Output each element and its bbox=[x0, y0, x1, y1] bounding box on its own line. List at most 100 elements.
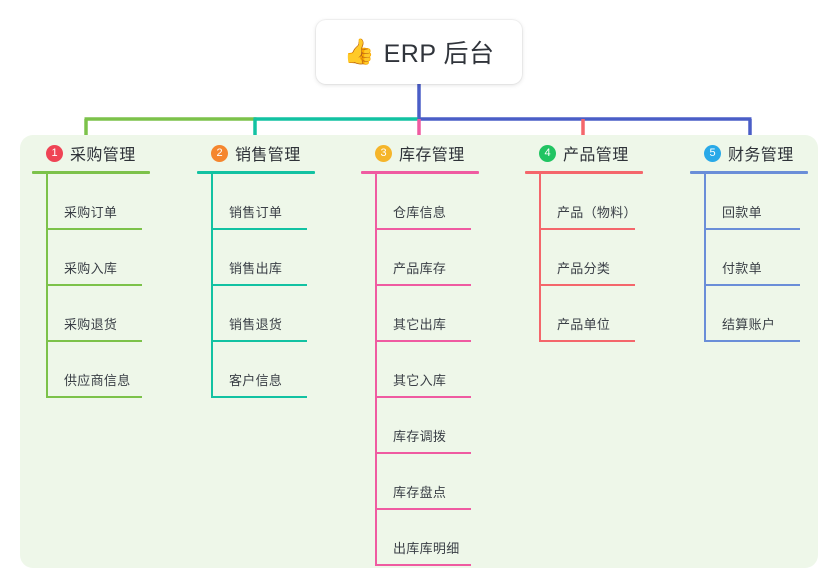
list-item[interactable]: 销售退货 bbox=[193, 286, 315, 342]
list-item-underline bbox=[704, 340, 800, 342]
list-item[interactable]: 客户信息 bbox=[193, 342, 315, 398]
list-item-label: 付款单 bbox=[722, 261, 762, 276]
list-item-label: 库存盘点 bbox=[393, 485, 447, 500]
list-item[interactable]: 其它出库 bbox=[357, 286, 479, 342]
branch-underline-4 bbox=[525, 171, 643, 174]
branch-badge-4: 4 bbox=[539, 144, 556, 162]
list-item-label: 销售退货 bbox=[229, 317, 283, 332]
list-item-label: 回款单 bbox=[722, 205, 762, 220]
list-item-underline bbox=[375, 508, 471, 510]
list-item[interactable]: 出库库明细 bbox=[357, 510, 479, 566]
list-item[interactable]: 采购订单 bbox=[28, 174, 150, 230]
list-item-label: 产品（物料） bbox=[557, 205, 637, 220]
list-item-label: 产品分类 bbox=[557, 261, 611, 276]
list-item-underline bbox=[375, 452, 471, 454]
branch-header-5[interactable]: 5 财务管理 bbox=[686, 135, 808, 171]
thumbs-up-icon: 👍 bbox=[343, 37, 375, 66]
branch-title-2: 销售管理 bbox=[235, 147, 301, 164]
list-item-label: 采购退货 bbox=[64, 317, 118, 332]
list-item-underline bbox=[704, 228, 800, 230]
list-item[interactable]: 销售订单 bbox=[193, 174, 315, 230]
list-item-underline bbox=[539, 340, 635, 342]
list-item-underline bbox=[375, 396, 471, 398]
branch-column-4: 4 产品管理产品（物料） 产品分类产品单位 bbox=[521, 135, 643, 342]
branch-header-4[interactable]: 4 产品管理 bbox=[521, 135, 643, 171]
branch-items-2: 销售订单销售出库销售退货客户信息 bbox=[193, 174, 315, 398]
list-item[interactable]: 产品（物料） bbox=[521, 174, 643, 230]
root-title: ERP 后台 bbox=[383, 40, 495, 68]
list-item-underline bbox=[211, 228, 307, 230]
list-item-label: 采购入库 bbox=[64, 261, 118, 276]
branch-spine-1 bbox=[46, 174, 48, 398]
list-item-underline bbox=[46, 340, 142, 342]
branch-items-4: 产品（物料） 产品分类产品单位 bbox=[521, 174, 643, 342]
list-item-label: 结算账户 bbox=[722, 317, 776, 332]
branch-spine-4 bbox=[539, 174, 541, 342]
list-item-label: 供应商信息 bbox=[64, 373, 131, 388]
list-item[interactable]: 采购退货 bbox=[28, 286, 150, 342]
branch-spine-2 bbox=[211, 174, 213, 398]
root-node[interactable]: 👍 ERP 后台 bbox=[316, 20, 522, 84]
branch-underline-3 bbox=[361, 171, 479, 174]
list-item-underline bbox=[46, 396, 142, 398]
list-item-underline bbox=[211, 396, 307, 398]
branch-badge-1: 1 bbox=[46, 144, 63, 162]
list-item[interactable]: 供应商信息 bbox=[28, 342, 150, 398]
list-item[interactable]: 库存盘点 bbox=[357, 454, 479, 510]
branch-column-1: 1 采购管理采购订单采购入库采购退货供应商信息 bbox=[28, 135, 150, 398]
list-item-label: 出库库明细 bbox=[393, 541, 460, 556]
list-item-underline bbox=[704, 284, 800, 286]
list-item[interactable]: 采购入库 bbox=[28, 230, 150, 286]
branch-title-1: 采购管理 bbox=[70, 147, 136, 164]
branch-columns: 1 采购管理采购订单采购入库采购退货供应商信息 2 销售管理销售订单销售出库销售退货客… bbox=[20, 135, 818, 568]
branches-panel bbox=[20, 135, 818, 568]
list-item-underline bbox=[539, 228, 635, 230]
list-item-underline bbox=[539, 284, 635, 286]
list-item-underline bbox=[375, 340, 471, 342]
branch-header-1[interactable]: 1 采购管理 bbox=[28, 135, 150, 171]
branch-items-3: 仓库信息产品库存其它出库其它入库库存调拨库存盘点出库库明细 bbox=[357, 174, 479, 566]
list-item[interactable]: 产品单位 bbox=[521, 286, 643, 342]
list-item-label: 其它出库 bbox=[393, 317, 447, 332]
list-item[interactable]: 库存调拨 bbox=[357, 398, 479, 454]
branch-badge-2: 2 bbox=[211, 144, 228, 162]
branch-title-4: 产品管理 bbox=[563, 147, 629, 164]
list-item-underline bbox=[211, 284, 307, 286]
branch-spine-3 bbox=[375, 174, 377, 566]
list-item-underline bbox=[211, 340, 307, 342]
list-item-label: 产品库存 bbox=[393, 261, 447, 276]
list-item[interactable]: 回款单 bbox=[686, 174, 808, 230]
list-item[interactable]: 产品分类 bbox=[521, 230, 643, 286]
list-item-underline bbox=[46, 284, 142, 286]
branch-underline-2 bbox=[197, 171, 315, 174]
branch-underline-1 bbox=[32, 171, 150, 174]
list-item-label: 产品单位 bbox=[557, 317, 611, 332]
list-item[interactable]: 其它入库 bbox=[357, 342, 479, 398]
branch-badge-5: 5 bbox=[704, 144, 721, 162]
list-item[interactable]: 付款单 bbox=[686, 230, 808, 286]
list-item-underline bbox=[375, 564, 471, 566]
branch-title-3: 库存管理 bbox=[399, 147, 465, 164]
list-item[interactable]: 结算账户 bbox=[686, 286, 808, 342]
list-item-label: 库存调拨 bbox=[393, 429, 447, 444]
branch-underline-5 bbox=[690, 171, 808, 174]
list-item-label: 客户信息 bbox=[229, 373, 283, 388]
list-item-label: 采购订单 bbox=[64, 205, 118, 220]
list-item[interactable]: 仓库信息 bbox=[357, 174, 479, 230]
branch-spine-5 bbox=[704, 174, 706, 342]
branch-column-2: 2 销售管理销售订单销售出库销售退货客户信息 bbox=[193, 135, 315, 398]
list-item-label: 仓库信息 bbox=[393, 205, 447, 220]
list-item-underline bbox=[375, 228, 471, 230]
list-item[interactable]: 销售出库 bbox=[193, 230, 315, 286]
list-item[interactable]: 产品库存 bbox=[357, 230, 479, 286]
branch-items-1: 采购订单采购入库采购退货供应商信息 bbox=[28, 174, 150, 398]
branch-items-5: 回款单付款单结算账户 bbox=[686, 174, 808, 342]
list-item-underline bbox=[375, 284, 471, 286]
branch-header-2[interactable]: 2 销售管理 bbox=[193, 135, 315, 171]
branch-title-5: 财务管理 bbox=[728, 147, 794, 164]
list-item-underline bbox=[46, 228, 142, 230]
list-item-label: 销售出库 bbox=[229, 261, 283, 276]
